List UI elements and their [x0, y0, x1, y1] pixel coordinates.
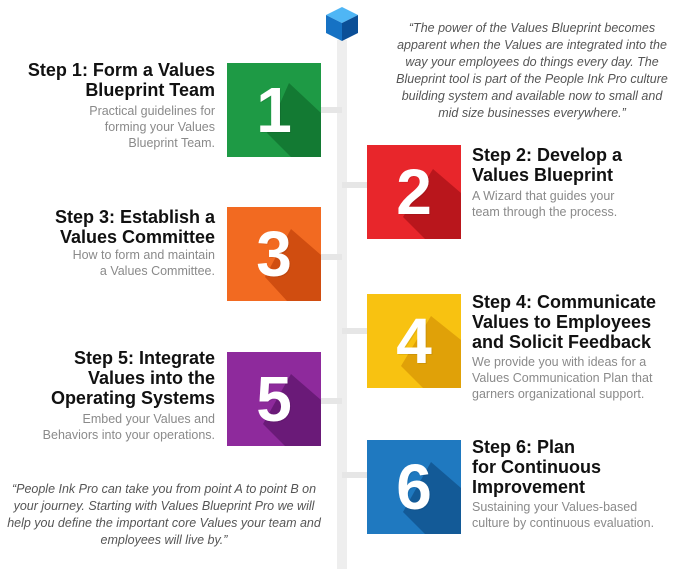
- timeline-connector: [342, 182, 368, 188]
- step-2-desc-line-1: A Wizard that guides your: [472, 189, 615, 203]
- step-5-title: Step 5: Integrate Values into the Operat…: [20, 348, 215, 408]
- step-6-number: 6: [396, 451, 432, 523]
- step-5-desc-line-2: Behaviors into your operations.: [42, 428, 215, 442]
- step-6-number-box: 6: [367, 440, 461, 534]
- step-6-description: Sustaining your Values-based culture by …: [472, 499, 679, 531]
- step-6-title-line-2: for Continuous: [472, 457, 601, 477]
- step-4-description: We provide you with ideas for a Values C…: [472, 354, 679, 402]
- step-1-number: 1: [256, 74, 292, 146]
- step-3-box-shadow: [265, 229, 321, 301]
- step-1-box-shadow: [267, 83, 321, 157]
- step-6-box-shadow: [403, 462, 461, 534]
- step-3-number-box: 3: [227, 207, 321, 301]
- step-3-number: 3: [256, 218, 292, 290]
- step-4-title-line-2: Values to Employees: [472, 312, 652, 332]
- step-5-title-line-1: Step 5: Integrate: [73, 348, 215, 368]
- timeline-connector: [342, 328, 368, 334]
- timeline-spine: [337, 40, 347, 569]
- step-1-title-line-1: Step 1: Form a Values: [27, 60, 215, 80]
- step-2-title: Step 2: Develop a Values Blueprint: [472, 145, 672, 185]
- step-3-title: Step 3: Establish a Values Committee: [20, 207, 215, 247]
- step-5-number: 5: [256, 363, 292, 435]
- step-2-number: 2: [396, 156, 432, 228]
- quote-bottom: “People Ink Pro can take you from point …: [7, 482, 321, 547]
- step-3-desc-line-2: a Values Committee.: [99, 264, 215, 278]
- step-1-desc-line-2: forming your Values: [104, 120, 215, 134]
- step-2-box-shape: [367, 145, 461, 239]
- step-5-desc-line-1: Embed your Values and: [82, 412, 216, 426]
- step-3-description: How to form and maintain a Values Commit…: [20, 247, 215, 279]
- step-2-title-line-1: Step 2: Develop a: [472, 145, 623, 165]
- step-5-box-shadow: [263, 374, 321, 446]
- step-1-title-line-2: Blueprint Team: [85, 80, 215, 100]
- step-4-desc-line-3: garners organizational support.: [472, 387, 645, 401]
- step-2-desc-line-2: team through the process.: [472, 205, 618, 219]
- timeline-connector: [318, 107, 342, 113]
- cube-icon: [326, 7, 358, 41]
- step-2-description: A Wizard that guides your team through t…: [472, 188, 677, 220]
- step-4-title-line-3: and Solicit Feedback: [472, 332, 652, 352]
- step-2-box-shadow: [403, 169, 461, 239]
- step-4-desc-line-2: Values Communication Plan that: [472, 371, 653, 385]
- step-3-desc-line-1: How to form and maintain: [72, 248, 215, 262]
- step-3-box-shape: [227, 207, 321, 301]
- step-3-title-line-1: Step 3: Establish a: [54, 207, 215, 227]
- step-4-number-box: 4: [367, 294, 461, 388]
- step-3-title-line-2: Values Committee: [59, 227, 215, 247]
- step-4-title: Step 4: Communicate Values to Employees …: [472, 292, 677, 352]
- timeline-connector: [318, 398, 342, 404]
- step-5-title-line-2: Values into the: [87, 368, 215, 388]
- step-2-number-box: 2: [367, 145, 461, 239]
- step-4-number: 4: [396, 305, 432, 377]
- step-4-desc-line-1: We provide you with ideas for a: [472, 355, 647, 369]
- step-1-desc-line-3: Blueprint Team.: [128, 136, 215, 150]
- step-1-description: Practical guidelines for forming your Va…: [20, 103, 215, 151]
- step-6-title-line-1: Step 6: Plan: [472, 437, 576, 457]
- step-6-title: Step 6: Plan for Continuous Improvement: [472, 437, 672, 497]
- step-6-desc-line-2: culture by continuous evaluation.: [472, 516, 655, 530]
- step-5-description: Embed your Values and Behaviors into you…: [8, 411, 215, 443]
- timeline-connector: [342, 472, 368, 478]
- quote-top: “The power of the Values Blueprint becom…: [396, 21, 668, 120]
- step-4-box-shadow: [401, 316, 461, 388]
- timeline-connector: [318, 254, 342, 260]
- step-2-title-line-2: Values Blueprint: [472, 165, 614, 185]
- step-6-title-line-3: Improvement: [472, 477, 586, 497]
- step-6-desc-line-1: Sustaining your Values-based: [472, 500, 638, 514]
- step-6-box-shape: [367, 440, 461, 534]
- step-1-number-box: 1: [227, 63, 321, 157]
- step-4-box-shape: [367, 294, 461, 388]
- step-1-desc-line-1: Practical guidelines for: [89, 104, 215, 118]
- step-1-box-shape: [227, 63, 321, 157]
- step-5-box-shape: [227, 352, 321, 446]
- step-5-number-box: 5: [227, 352, 321, 446]
- step-5-title-line-3: Operating Systems: [50, 388, 215, 408]
- step-4-title-line-1: Step 4: Communicate: [472, 292, 657, 312]
- step-1-title: Step 1: Form a Values Blueprint Team: [20, 60, 215, 100]
